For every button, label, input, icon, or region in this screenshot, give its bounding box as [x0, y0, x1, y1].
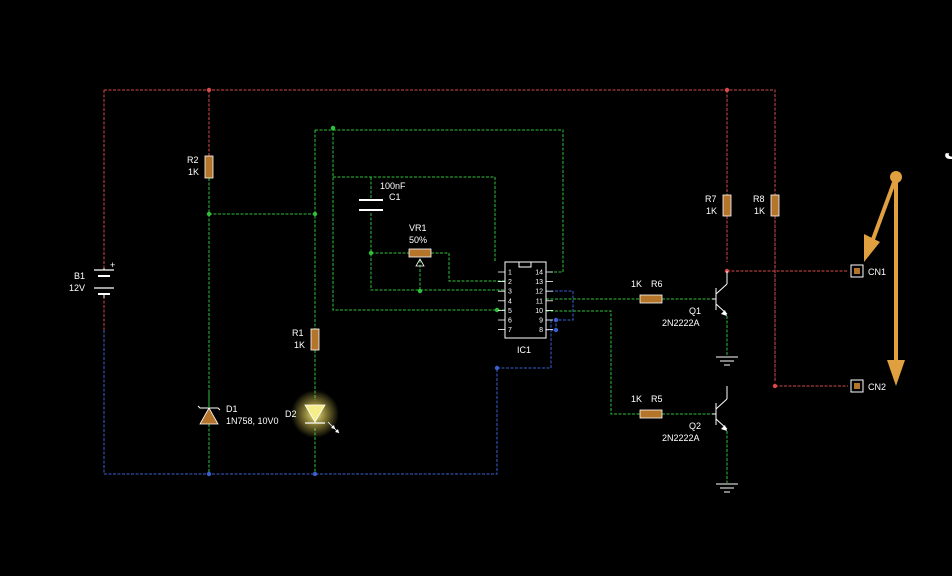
c1-ref: C1	[389, 192, 401, 202]
q1-ref: Q1	[689, 306, 701, 316]
transistor-q2[interactable]: Q2 2N2222A	[662, 386, 728, 443]
ic1-pin-number: 11	[536, 298, 543, 305]
ic1-pin-number: 2	[508, 279, 512, 286]
ic1-ref: IC1	[517, 345, 531, 355]
ic1-pin-number: 9	[539, 318, 543, 325]
resistor-r2[interactable]: R2 1K	[187, 155, 214, 179]
resistor-r7[interactable]: R7 1K	[705, 194, 732, 217]
r5-ref: R5	[651, 394, 663, 404]
cn1-ref: CN1	[868, 267, 886, 277]
resistor-r8[interactable]: R8 1K	[753, 194, 780, 217]
resistor-r1[interactable]: R1 1K	[292, 328, 320, 351]
junction	[553, 327, 559, 333]
ic1-pin-number: 10	[535, 308, 543, 315]
signal-net	[208, 128, 728, 483]
connector-cn1[interactable]: CN1	[850, 264, 886, 278]
ic1-pin-number: 1	[508, 270, 512, 277]
arrow-to-cn1	[870, 176, 898, 243]
r5-value: 1K	[631, 394, 642, 404]
capacitor-c1[interactable]: 100nF C1	[359, 181, 406, 211]
potentiometer-vr1[interactable]: VR1 50%	[408, 223, 432, 267]
r2-ref: R2	[187, 155, 199, 165]
r8-value: 1K	[754, 206, 765, 216]
ic1-pin-number: 14	[535, 270, 543, 277]
ground-symbol-q1	[716, 356, 738, 366]
r2-value: 1K	[188, 167, 199, 177]
resistor-r5[interactable]: 1K R5	[631, 394, 663, 419]
q1-value: 2N2222A	[662, 318, 700, 328]
battery-b1[interactable]: + B1 12V	[69, 260, 115, 298]
q2-value: 2N2222A	[662, 433, 700, 443]
arrow-to-cn1-head	[864, 234, 880, 262]
b1-ref: B1	[74, 271, 85, 281]
connector-cn2[interactable]: CN2	[850, 379, 886, 393]
led-d2[interactable]: D2	[285, 390, 340, 438]
transistor-q1[interactable]: Q1 2N2222A	[662, 271, 728, 328]
ground-symbol-q2	[716, 483, 738, 493]
zener-diode-d1[interactable]: D1 1N758, 10V0	[197, 390, 279, 426]
d1-value: 1N758, 10V0	[226, 416, 279, 426]
d2-ref: D2	[285, 409, 297, 419]
ic1-pin-number: 4	[508, 298, 512, 305]
b1-value: 12V	[69, 283, 85, 293]
ic1-pin-number: 3	[508, 289, 512, 296]
arrow-to-cn2-head	[887, 360, 905, 386]
ic1-pin-number: 6	[508, 318, 512, 325]
ic1-pin-number: 7	[508, 327, 512, 334]
junction	[494, 307, 500, 313]
r1-value: 1K	[294, 340, 305, 350]
r7-value: 1K	[706, 206, 717, 216]
q2-ref: Q2	[689, 421, 701, 431]
ic1-pin-number: 13	[535, 279, 543, 286]
junction	[368, 250, 374, 256]
junction	[312, 471, 318, 477]
ic1-pin-number: 12	[535, 289, 543, 296]
junction	[417, 288, 423, 294]
junction	[206, 87, 212, 93]
junctions	[206, 87, 778, 477]
resistor-r6[interactable]: 1K R6	[631, 279, 663, 304]
junction	[724, 87, 730, 93]
d1-ref: D1	[226, 404, 238, 414]
vr1-value: 50%	[409, 235, 427, 245]
junction	[206, 211, 212, 217]
cn2-ref: CN2	[868, 382, 886, 392]
ic1-pin-number: 8	[539, 327, 543, 334]
c1-value: 100nF	[380, 181, 406, 191]
junction	[330, 125, 336, 131]
oscillator-output-annotation: خرج المذبذب	[864, 142, 952, 386]
r8-ref: R8	[753, 194, 765, 204]
junction	[206, 471, 212, 477]
vr1-ref: VR1	[409, 223, 427, 233]
r6-value: 1K	[631, 279, 642, 289]
r1-ref: R1	[292, 328, 304, 338]
r7-ref: R7	[705, 194, 717, 204]
power-net	[103, 89, 848, 387]
junction	[772, 383, 778, 389]
ic1-pin-number: 5	[508, 308, 512, 315]
junction	[553, 317, 559, 323]
battery-plus-sign: +	[110, 260, 115, 270]
annotation-text: خرج المذبذب	[944, 142, 952, 164]
junction	[494, 365, 500, 371]
junction	[312, 211, 318, 217]
r6-ref: R6	[651, 279, 663, 289]
ground-net	[103, 290, 574, 475]
